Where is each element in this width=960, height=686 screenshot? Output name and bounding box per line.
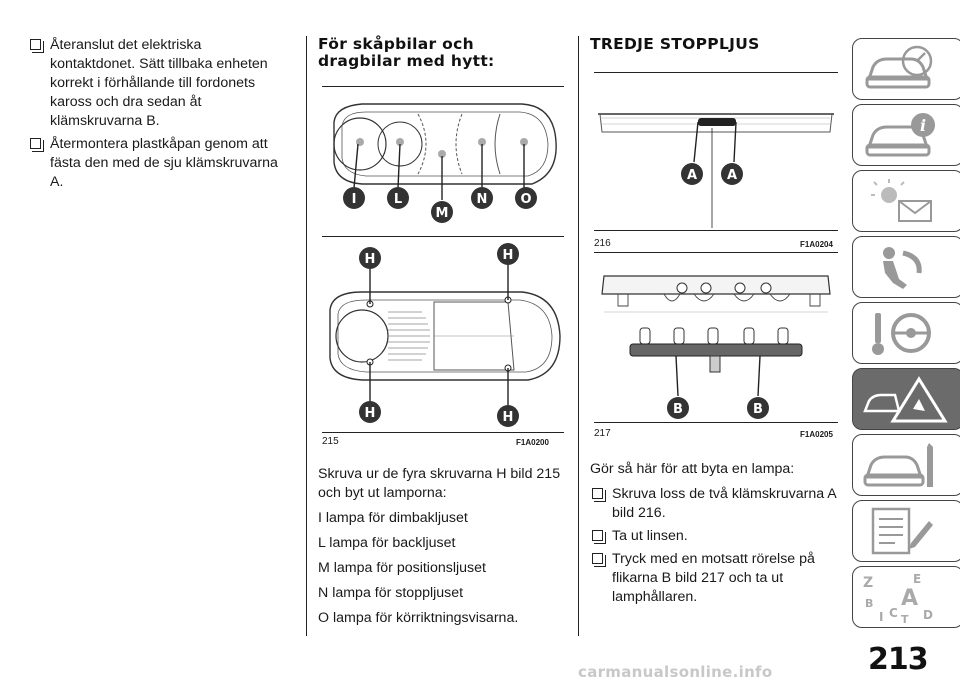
watermark: carmanualsonline.info bbox=[578, 663, 773, 681]
section-heading: För skåpbilar och dragbilar med hytt: bbox=[318, 36, 562, 70]
bullet-reconnect: Återanslut det elektriska kontaktdonet. … bbox=[28, 36, 290, 131]
column-divider bbox=[306, 36, 307, 636]
callout-label: H bbox=[503, 410, 514, 425]
bullet-text: Ta ut linsen. bbox=[612, 528, 688, 544]
emergency-triangle-icon bbox=[863, 376, 948, 423]
svg-text:D: D bbox=[923, 608, 933, 622]
replace-steps: Gör så här för att byta en lampa: Skruva… bbox=[590, 460, 840, 611]
rear-lamp-cluster-diagram: I L M N O bbox=[333, 103, 557, 223]
car-maintenance-icon bbox=[863, 443, 933, 487]
lamp-holder-diagram: B B bbox=[601, 275, 831, 419]
paragraph: O lampa för körriktningsvisarna. bbox=[318, 610, 519, 626]
callout-label: A bbox=[727, 168, 737, 183]
checkbox-bullet-icon bbox=[592, 530, 606, 544]
bullet-refit-cover: Återmontera plastkåpan genom att fästa d… bbox=[28, 135, 290, 192]
figure-top-rule bbox=[322, 86, 564, 87]
figure-number: 217 bbox=[594, 428, 611, 439]
paragraph: N lampa för stoppljuset bbox=[318, 585, 464, 601]
step-bullet: Skruva loss de två klämskruvarna A bild … bbox=[590, 485, 840, 523]
tab-steering-key[interactable] bbox=[852, 302, 960, 364]
svg-text:C: C bbox=[889, 606, 898, 620]
svg-text:Z: Z bbox=[863, 575, 873, 591]
tab-car-info[interactable]: i bbox=[852, 104, 960, 166]
figure-bottom-rule bbox=[322, 432, 564, 433]
svg-text:E: E bbox=[913, 572, 921, 586]
tab-dashboard[interactable] bbox=[852, 38, 960, 100]
paragraph: L lampa för backljuset bbox=[318, 535, 456, 551]
callout-label: B bbox=[753, 402, 763, 417]
car-dashboard-icon bbox=[865, 45, 933, 89]
tab-maintenance[interactable] bbox=[852, 434, 960, 496]
figure-code: F1A0204 bbox=[800, 240, 833, 249]
paragraph: Skruva ur de fyra skruvarna H bild 215 o… bbox=[318, 466, 561, 501]
callout-label: M bbox=[436, 206, 449, 221]
tab-airbag[interactable] bbox=[852, 236, 960, 298]
step-bullet: Tryck med en motsatt rörelse på flikarna… bbox=[590, 550, 840, 607]
callout-label: B bbox=[673, 402, 683, 417]
rear-lamp-screws-diagram: H H H H bbox=[329, 243, 561, 427]
bullet-text: Tryck med en motsatt rörelse på flikarna… bbox=[612, 551, 815, 605]
svg-text:T: T bbox=[901, 613, 909, 625]
heading-line: För skåpbilar och bbox=[318, 35, 474, 53]
checkbox-bullet-icon bbox=[592, 488, 606, 502]
figure-divider bbox=[322, 236, 564, 237]
tab-emergency[interactable] bbox=[852, 368, 960, 430]
figure-top-rule bbox=[594, 72, 838, 73]
tab-specifications[interactable] bbox=[852, 500, 960, 562]
warning-lights-icon bbox=[871, 179, 932, 222]
index-alphabet-icon: Z E B A I C T D bbox=[863, 572, 933, 625]
figure-bottom-rule bbox=[594, 422, 838, 423]
column-right: TREDJE STOPPLJUS bbox=[590, 36, 838, 53]
third-brake-light-diagram: A A bbox=[598, 113, 834, 228]
callout-label: A bbox=[687, 168, 697, 183]
airbag-icon bbox=[883, 247, 922, 289]
callout-label: H bbox=[503, 248, 514, 263]
checkbox-bullet-icon bbox=[30, 39, 44, 53]
tab-index[interactable]: Z E B A I C T D bbox=[852, 566, 960, 628]
paragraph: I lampa för dimbakljuset bbox=[318, 510, 468, 526]
figure-code: F1A0200 bbox=[516, 438, 549, 447]
figure-code: F1A0205 bbox=[800, 430, 833, 439]
steering-key-icon bbox=[872, 313, 931, 355]
step-bullet: Ta ut linsen. bbox=[590, 527, 840, 546]
lamp-list: Skruva ur de fyra skruvarna H bild 215 o… bbox=[318, 465, 568, 634]
section-heading: TREDJE STOPPLJUS bbox=[590, 35, 760, 53]
tab-warning-lights[interactable] bbox=[852, 170, 960, 232]
svg-text:I: I bbox=[879, 610, 883, 624]
figure-number: 215 bbox=[322, 436, 339, 447]
column-middle: För skåpbilar och dragbilar med hytt: bbox=[318, 36, 562, 70]
bullet-text: Skruva loss de två klämskruvarna A bild … bbox=[612, 486, 836, 521]
bullet-text: Återanslut det elektriska kontaktdonet. … bbox=[50, 37, 268, 129]
page-number: 213 bbox=[868, 642, 929, 677]
figure-number: 216 bbox=[594, 238, 611, 249]
callout-label: H bbox=[365, 252, 376, 267]
column-divider bbox=[578, 36, 579, 636]
callout-label: H bbox=[365, 406, 376, 421]
specifications-icon bbox=[871, 507, 933, 555]
callout-label: L bbox=[394, 192, 402, 207]
heading-line: dragbilar med hytt: bbox=[318, 52, 495, 70]
figure-divider bbox=[594, 230, 838, 231]
callout-label: O bbox=[520, 192, 531, 207]
svg-text:i: i bbox=[920, 116, 926, 135]
callout-label: I bbox=[352, 192, 357, 207]
bullet-text: Återmontera plastkåpan genom att fästa d… bbox=[50, 136, 278, 190]
column-left: Återanslut det elektriska kontaktdonet. … bbox=[28, 36, 290, 196]
figure-divider bbox=[594, 252, 838, 253]
checkbox-bullet-icon bbox=[30, 138, 44, 152]
car-info-icon: i bbox=[865, 113, 935, 157]
intro-text: Gör så här för att byta en lampa: bbox=[590, 461, 795, 477]
paragraph: M lampa för positionsljuset bbox=[318, 560, 486, 576]
svg-text:B: B bbox=[865, 597, 873, 610]
svg-text:A: A bbox=[901, 586, 918, 611]
callout-label: N bbox=[477, 192, 488, 207]
checkbox-bullet-icon bbox=[592, 553, 606, 567]
